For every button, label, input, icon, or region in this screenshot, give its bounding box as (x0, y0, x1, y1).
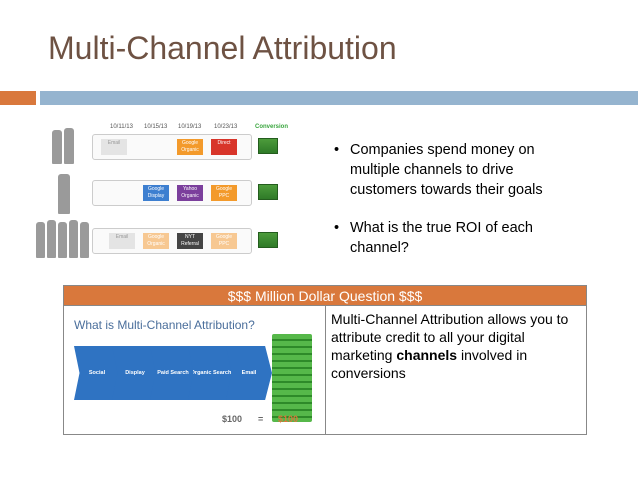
bullet-item: Companies spend money on multiple channe… (334, 140, 572, 200)
channel-tag: Google PPC (211, 233, 237, 249)
date-label: 10/23/13 (214, 124, 238, 130)
person-icon (52, 130, 62, 164)
answer-text: Multi-Channel Attribution allows you to … (331, 310, 583, 382)
channel-tag: Yahoo Organic (177, 185, 203, 201)
flow-step: Email (226, 346, 272, 400)
slide-title: Multi-Channel Attribution (48, 30, 397, 66)
person-icon (58, 174, 70, 214)
person-icon (64, 128, 74, 164)
channel-path-row: Email Google Organic NYT Referral Google… (92, 228, 252, 254)
flow-step: Organic Search (188, 346, 234, 400)
channel-tag: Google Organic (177, 139, 203, 155)
bullet-item: What is the true ROI of each channel? (334, 218, 572, 258)
person-icon (36, 222, 45, 258)
channel-path-row: Google Display Yahoo Organic Google PPC (92, 180, 252, 206)
answer-text-end: involved in conversions (331, 347, 528, 381)
channel-tag: Direct (211, 139, 237, 155)
money-icon (258, 232, 278, 248)
return-amount: $100 (278, 414, 299, 424)
channel-tag: NYT Referral (177, 233, 203, 249)
flow-step: Paid Search (150, 346, 196, 400)
flow-step: Display (112, 346, 158, 400)
question-header: $$$ Million Dollar Question $$$ (64, 286, 586, 306)
money-icon (258, 184, 278, 200)
channel-path-row: Email Google Organic Direct (92, 134, 252, 160)
question-box: $$$ Million Dollar Question $$$ What is … (63, 285, 587, 435)
money-icon (258, 138, 278, 154)
date-label: 10/11/13 (110, 124, 133, 130)
illustration-title: What is Multi-Channel Attribution? (74, 318, 255, 332)
bullet-list: Companies spend money on multiple channe… (334, 140, 572, 276)
answer-emphasis: channels (396, 347, 458, 363)
accent-bar-blue (40, 91, 638, 105)
answer-text-start: Multi-Channel Attribution allows you to … (331, 311, 569, 363)
spend-amount: $100 (222, 414, 243, 424)
flow-step: Social (74, 346, 120, 400)
conversion-label: Conversion (255, 124, 289, 130)
date-label: 10/19/13 (178, 124, 202, 130)
accent-bar-orange (0, 91, 36, 105)
channel-tag: Google PPC (211, 185, 237, 201)
person-icon (69, 220, 78, 258)
date-label: 10/15/13 (144, 124, 168, 130)
channel-tag: Email (101, 139, 127, 155)
money-stack-icon (272, 334, 312, 422)
mca-illustration: What is Multi-Channel Attribution? Socia… (64, 306, 326, 434)
channel-tag: Email (109, 233, 135, 249)
person-icon (80, 222, 89, 258)
channel-flow: Social Display Paid Search Organic Searc… (74, 346, 274, 400)
channel-tag: Google Display (143, 185, 169, 201)
attribution-path-diagram: 10/11/13 10/15/13 10/19/13 10/23/13 Conv… (30, 120, 292, 262)
equals-sign: = (258, 414, 264, 424)
person-icon (58, 222, 67, 258)
person-icon (47, 220, 56, 258)
channel-tag: Google Organic (143, 233, 169, 249)
